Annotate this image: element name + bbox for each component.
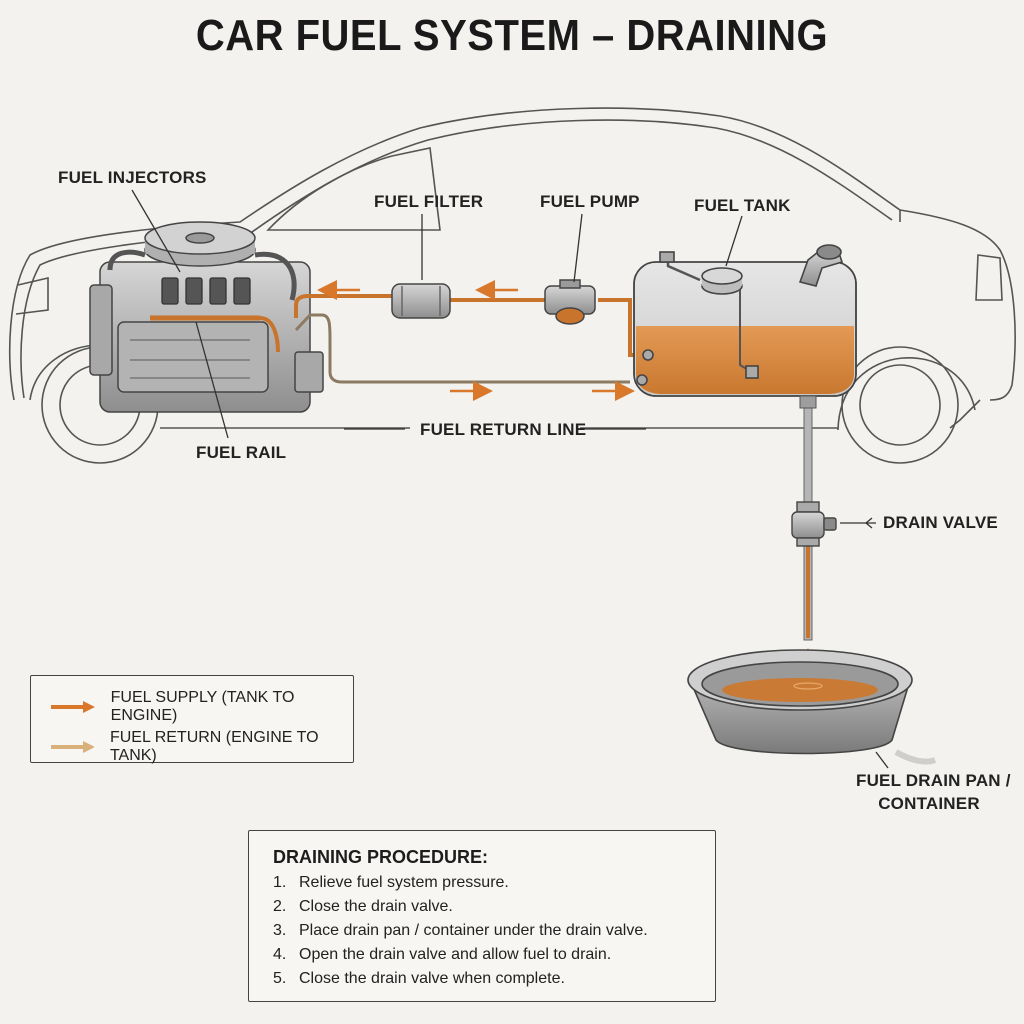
fuel-rail (150, 315, 280, 353)
drain-valve (791, 501, 837, 547)
page-title: CAR FUEL SYSTEM – DRAINING (195, 12, 829, 60)
procedure-step: 3.Place drain pan / container under the … (273, 922, 648, 939)
label-fuel-tank: FUEL TANK (694, 196, 791, 215)
fuel-pump (544, 279, 596, 325)
legend-return-label: FUEL RETURN (ENGINE TO TANK) (109, 729, 319, 764)
drain-pan (687, 649, 913, 755)
label-drain-pan-line1: FUEL DRAIN PAN / (856, 771, 1011, 790)
label-drain-valve: DRAIN VALVE (883, 513, 998, 532)
legend-item-return: FUEL RETURN (ENGINE TO TANK) (49, 729, 353, 765)
label-fuel-pump: FUEL PUMP (540, 192, 640, 211)
procedure-step: 1.Relieve fuel system pressure. (273, 874, 509, 891)
tan-arrow-icon (51, 741, 94, 753)
procedure-box: DRAINING PROCEDURE: 1.Relieve fuel syste… (248, 830, 716, 1002)
legend-supply-label: FUEL SUPPLY (TANK TO ENGINE) (110, 689, 295, 724)
procedure-steps: 1.Relieve fuel system pressure. 2.Close … (273, 871, 648, 991)
procedure-title: DRAINING PROCEDURE: (273, 847, 489, 867)
label-fuel-rail: FUEL RAIL (196, 443, 287, 462)
fuel-filter (391, 283, 451, 319)
legend-item-supply: FUEL SUPPLY (TANK TO ENGINE) (49, 689, 353, 725)
label-fuel-return-line: FUEL RETURN LINE (420, 420, 587, 439)
label-fuel-injectors: FUEL INJECTORS (58, 168, 207, 187)
legend: FUEL SUPPLY (TANK TO ENGINE) FUEL RETURN… (30, 675, 354, 765)
rear-wheel (841, 346, 959, 464)
label-drain-pan-line2: CONTAINER (878, 794, 980, 813)
procedure-step: 2.Close the drain valve. (273, 898, 453, 915)
procedure-step: 5.Close the drain valve when complete. (273, 970, 565, 987)
fuel-return-line (294, 313, 630, 384)
fuel-supply-line (294, 294, 650, 357)
label-drain-pan: FUEL DRAIN PAN / CONTAINER (856, 771, 1011, 814)
flow-arrows (317, 280, 635, 401)
label-fuel-filter: FUEL FILTER (374, 192, 484, 211)
procedure-step: 4.Open the drain valve and allow fuel to… (273, 946, 612, 963)
engine-block (89, 221, 324, 413)
orange-arrow-icon (51, 701, 95, 713)
fuel-injectors (161, 277, 251, 305)
leader-lines (131, 189, 889, 769)
fuel-tank (633, 244, 857, 397)
